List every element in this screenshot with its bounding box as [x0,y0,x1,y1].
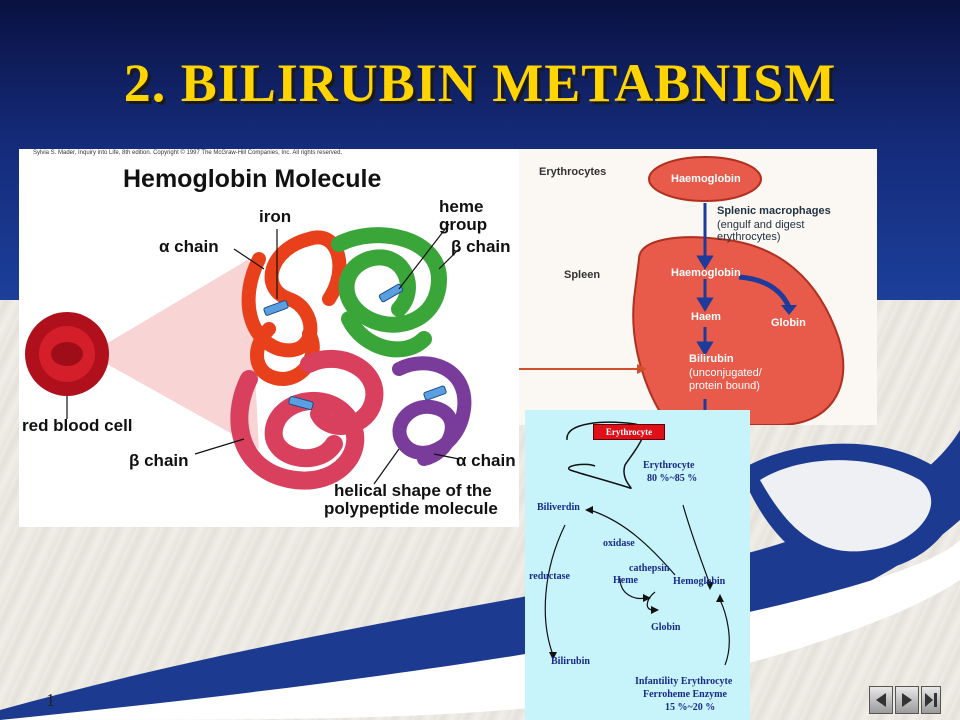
label-erythrocyte-percent: 80 %~85 % [647,473,698,484]
bilirubin-cycle-figure: Erythrocyte Erythrocyte 80 %~85 % Bilive… [525,410,750,720]
label-ferroheme-percent: 15 %~20 % [665,702,716,713]
hemoglobin-illustration [25,223,472,490]
label-group: group [439,215,488,234]
label-alpha-chain-bottom: α chain [456,451,516,470]
label-bilirubin: Bilirubin [689,353,734,365]
triangle-right-icon [902,693,912,707]
label-beta-chain-top: β chain [451,237,511,256]
skip-end-icon [925,693,937,707]
label-globin: Globin [771,317,806,329]
erythrocyte-spleen-figure: Erythrocytes Haemoglobin Splenic macroph… [519,149,877,425]
label-engulf-1: (engulf and digest [717,219,805,231]
label-unconjugated-2: protein bound) [689,380,760,392]
label-heme: heme [439,197,484,216]
label-infantility-erythrocyte: Infantility Erythrocyte [635,676,733,687]
label-ferroheme-enzyme: Ferroheme Enzyme [643,689,727,700]
slide-number: 1 [46,690,55,710]
hemoglobin-title: Hemoglobin Molecule [123,165,382,193]
label-oxidase: oxidase [603,538,635,549]
erythrocyte-box: Erythrocyte [593,424,665,440]
label-iron: iron [259,207,292,226]
label-unconjugated-1: (unconjugated/ [689,367,762,379]
label-hemoglobin: Hemoglobin [673,576,726,587]
label-globin: Globin [651,622,681,633]
slide-title: 2. BILIRUBIN METABNISM [123,53,837,113]
spleen-illustration [519,156,845,425]
last-slide-button[interactable] [921,686,941,714]
label-engulf-2: erythrocytes) [717,231,781,243]
hemoglobin-molecule-figure: Sylvia S. Mader, Inquiry into Life, 8th … [19,149,519,527]
label-beta-chain-bottom: β chain [129,451,189,470]
label-biliverdin: Biliverdin [537,502,580,513]
label-cathepsin: cathepsin [629,563,670,574]
label-reductase: reductase [529,571,570,582]
label-erythrocyte: Erythrocyte [643,460,695,471]
triangle-left-icon [876,693,886,707]
label-splenic-macrophages: Splenic macrophages [717,205,831,217]
label-bilirubin: Bilirubin [551,656,590,667]
label-helical-2: polypeptide molecule [324,499,498,518]
label-helical-1: helical shape of the [334,481,492,500]
label-heme: Heme [613,575,638,586]
label-haem: Haem [691,311,721,323]
label-red-blood-cell: red blood cell [22,416,133,435]
next-slide-button[interactable] [895,686,919,714]
copyright-text: Sylvia S. Mader, Inquiry into Life, 8th … [33,150,343,156]
label-haemoglobin-mid: Haemoglobin [671,267,741,279]
cycle-arrows [544,421,730,666]
label-alpha-chain-top: α chain [159,237,219,256]
label-erythrocytes: Erythrocytes [539,166,607,178]
label-haemoglobin-top: Haemoglobin [671,173,741,185]
label-spleen: Spleen [564,269,601,281]
previous-slide-button[interactable] [869,686,893,714]
